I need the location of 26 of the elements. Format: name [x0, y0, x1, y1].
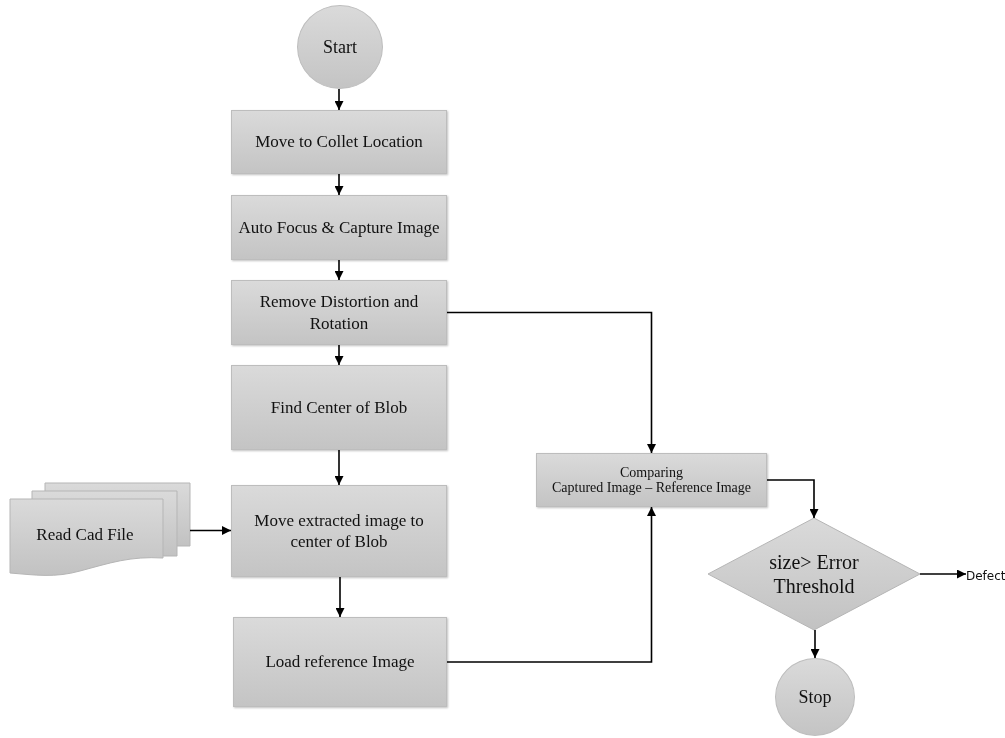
arrow: [334, 88, 344, 111]
arrow: [334, 173, 344, 196]
process-box: Remove Distortion and Rotation: [231, 280, 447, 345]
start-terminal: Start: [297, 5, 383, 89]
outcome-label: Defect: [966, 569, 1005, 583]
node-text: size> Error Threshold: [768, 550, 860, 598]
process-box: Load reference Image: [233, 617, 447, 707]
arrow: [334, 259, 344, 281]
arrow: [334, 344, 344, 366]
node-text: Captured Image – Reference Image: [552, 480, 751, 496]
arrow: [189, 526, 232, 535]
arrow: [446, 506, 656, 663]
process-box: Move extracted image to center of Blob: [231, 485, 447, 577]
arrow: [334, 449, 344, 486]
process-box: Auto Focus & Capture Image: [231, 195, 447, 260]
node-text: Comparing: [620, 464, 683, 480]
process-box: Move to Collet Location: [231, 110, 447, 174]
node-text: Read Cad File: [36, 525, 134, 546]
stop-terminal: Stop: [775, 658, 855, 736]
arrow: [919, 569, 967, 579]
arrow: [335, 576, 345, 618]
process-box: [536, 453, 767, 507]
arrow: [810, 629, 820, 659]
arrow: [766, 479, 819, 519]
arrow: [446, 311, 656, 454]
process-box: Find Center of Blob: [231, 365, 447, 450]
